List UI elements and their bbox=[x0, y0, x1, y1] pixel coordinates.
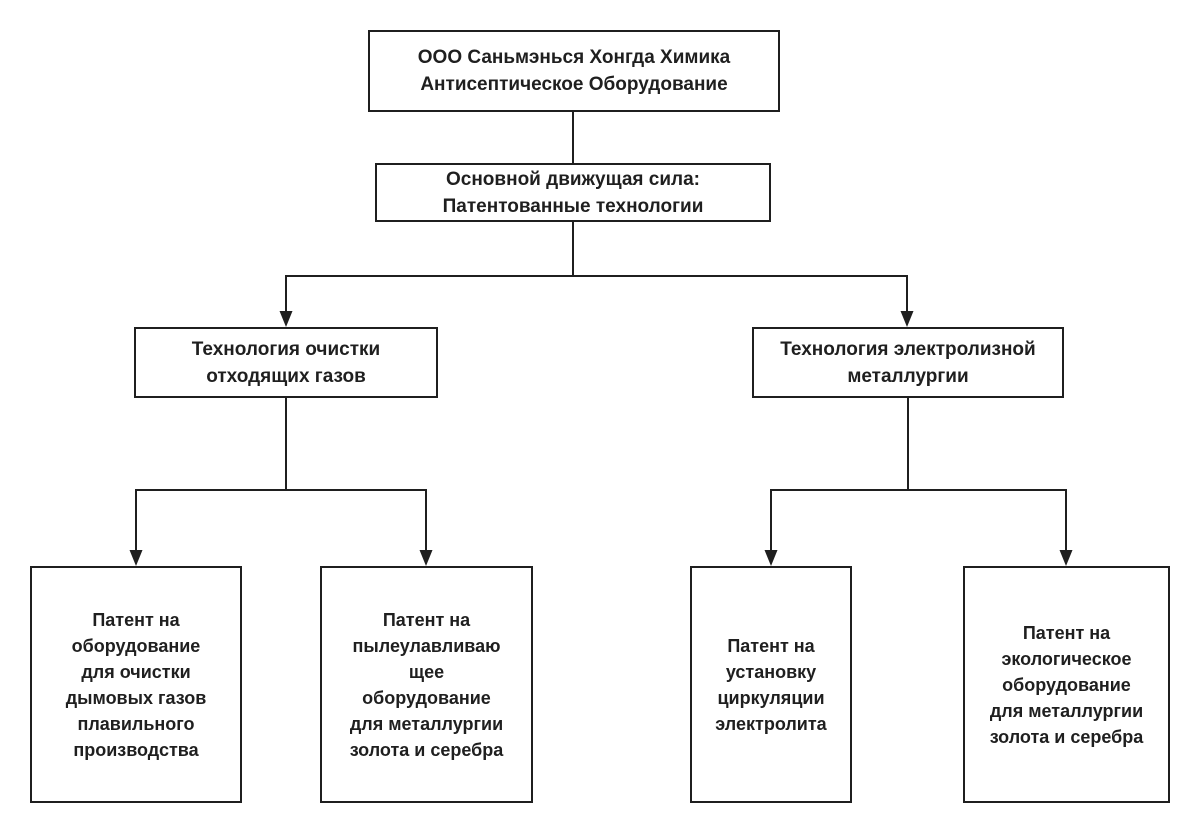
node-patent-eco-metallurgy: Патент на экологическое оборудование для… bbox=[963, 566, 1170, 803]
node-patent-electrolyte-circulation: Патент на установку циркуляции электроли… bbox=[690, 566, 852, 803]
connector-arrowhead bbox=[764, 550, 778, 566]
node-patent-smelting-gas-cleaning: Патент на оборудование для очистки дымов… bbox=[30, 566, 242, 803]
connector-arrowhead bbox=[419, 550, 433, 566]
node-branch-electrolytic-metallurgy: Технология электролизной металлургии bbox=[752, 327, 1064, 398]
connector-arrowhead bbox=[1059, 550, 1073, 566]
connector-arrowhead bbox=[900, 311, 914, 327]
node-driving-force: Основной движущая сила: Патентованные те… bbox=[375, 163, 771, 222]
node-branch-gas-cleaning: Технология очистки отходящих газов bbox=[134, 327, 438, 398]
connector-arrowhead bbox=[279, 311, 293, 327]
node-company-root: ООО Саньмэнься Хонгда Химика Антисептиче… bbox=[368, 30, 780, 112]
connector-arrowhead bbox=[129, 550, 143, 566]
node-patent-dust-collection: Патент на пылеулавливаю щее оборудование… bbox=[320, 566, 533, 803]
